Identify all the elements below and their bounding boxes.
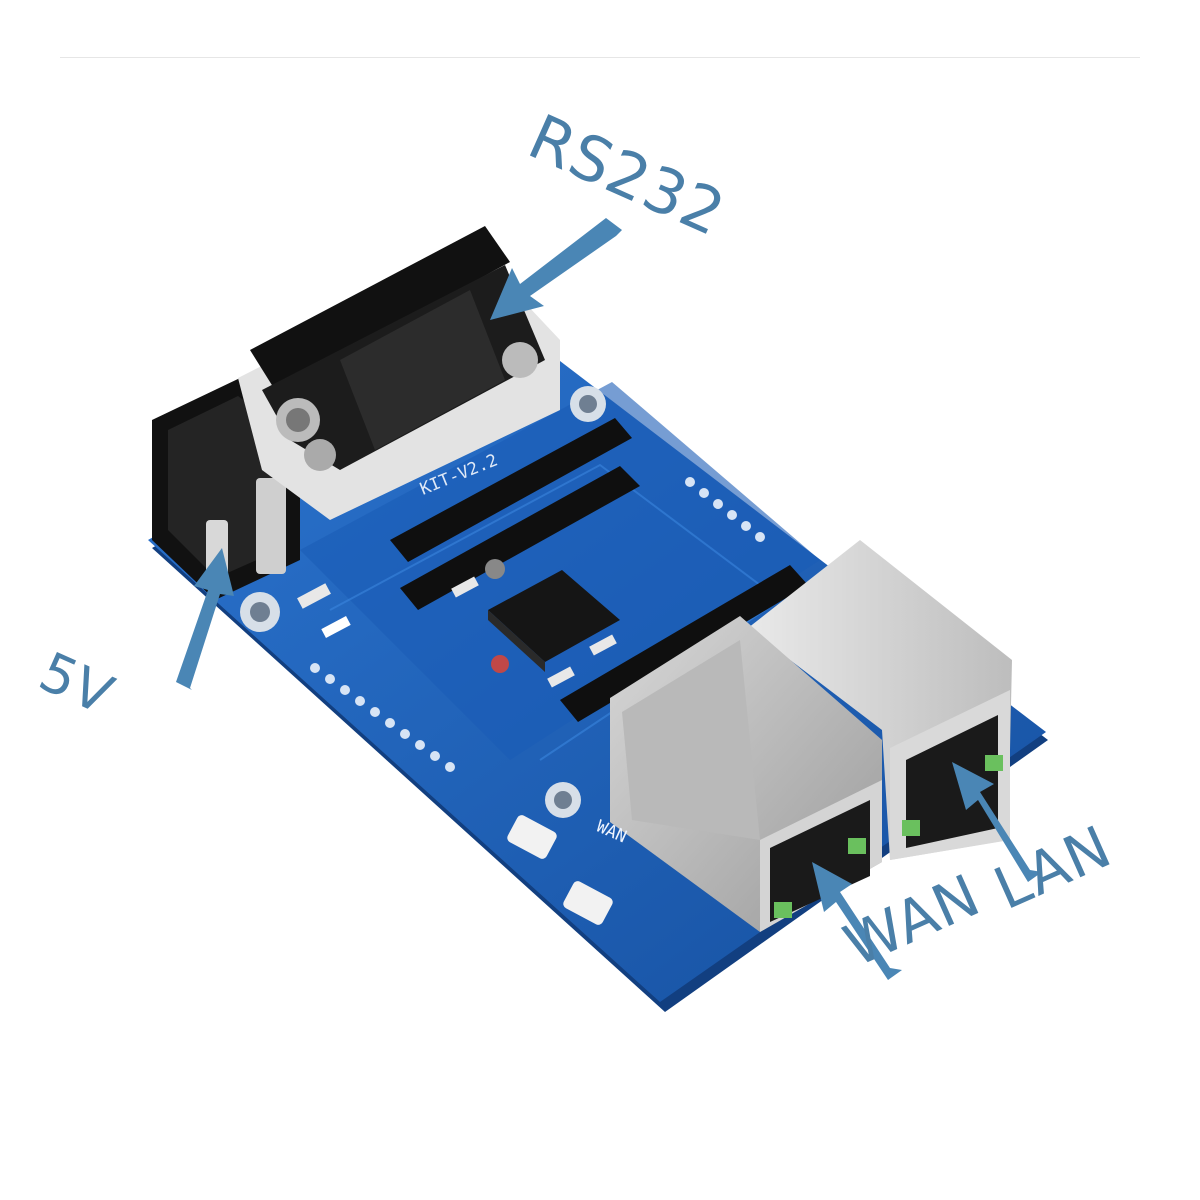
pin-headers (390, 418, 808, 722)
ic-chip (488, 570, 620, 672)
smd-components (297, 559, 617, 688)
push-buttons (507, 815, 613, 925)
top-divider (60, 57, 1140, 58)
rj45-wan (610, 616, 882, 932)
mounting-holes (240, 386, 606, 818)
callout-arrows (176, 218, 1042, 980)
rj45-lan (748, 540, 1012, 860)
pad-row-left (310, 663, 455, 772)
pad-row-right (685, 477, 765, 542)
wan-arrow (812, 862, 902, 980)
rs232-arrow (490, 218, 622, 320)
power-arrow (176, 548, 234, 690)
db9-connector (238, 226, 560, 520)
lan-arrow (952, 762, 1042, 882)
